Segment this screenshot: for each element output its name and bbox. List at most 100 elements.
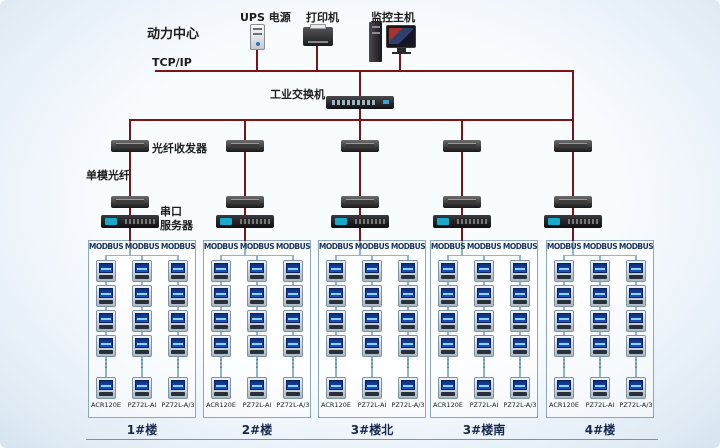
switch-ports: [332, 100, 376, 105]
meter-screen-wave: [631, 385, 641, 387]
meter-screen-wave: [443, 293, 453, 295]
power-meter-icon: [510, 260, 530, 282]
power-meter-icon: [96, 310, 116, 332]
meter-screen: [171, 313, 185, 323]
power-meter-icon: [362, 260, 382, 282]
meter-screen-wave: [137, 268, 147, 270]
ups-vent: [253, 28, 262, 30]
meter-screen-wave: [559, 293, 569, 295]
meter-model-label: PZ72L-A/3: [276, 401, 310, 409]
meter-buttons: [477, 350, 491, 354]
power-meter-icon: [211, 310, 231, 332]
meter-screen-wave: [515, 318, 525, 320]
meter-buttons: [401, 275, 415, 279]
single-mode-fiber-line: [129, 152, 131, 197]
meter-screen-wave: [631, 318, 641, 320]
meter-screen-wave: [515, 343, 525, 345]
power-meter-icon: [398, 335, 418, 357]
meter-model-label: PZ72L-AI: [242, 401, 272, 409]
power-meter-icon: [438, 377, 458, 399]
single-mode-fiber-line: [359, 152, 361, 197]
power-meter-icon: [438, 260, 458, 282]
meter-screen-wave: [515, 293, 525, 295]
meter-screen: [557, 288, 571, 298]
meter-buttons: [365, 350, 379, 354]
power-meter-icon: [326, 310, 346, 332]
ellipsis-dots: ⋮: [287, 357, 299, 370]
meter-buttons: [401, 325, 415, 329]
meter-screen-wave: [367, 268, 377, 270]
meter-screen: [401, 288, 415, 298]
serial-server-label-line1: 串口: [160, 205, 182, 218]
power-meter-icon: [510, 335, 530, 357]
meter-screen-wave: [101, 343, 111, 345]
modbus-label: MODBUS: [618, 242, 654, 251]
transceiver-strip: [448, 143, 476, 147]
fiber-transceiver-label: 光纤收发器: [152, 142, 207, 155]
power-meter-icon: [510, 377, 530, 399]
meter-screen: [557, 380, 571, 390]
monitor-screen: [389, 28, 413, 44]
ellipsis-dots: ⋮: [251, 357, 263, 370]
power-meter-icon: [626, 335, 646, 357]
power-meter-icon: [626, 377, 646, 399]
meter-screen-wave: [403, 343, 413, 345]
meter-screen: [477, 380, 491, 390]
meter-screen-wave: [559, 318, 569, 320]
fiber-transceiver-icon: [443, 140, 481, 152]
serial-server-icon: [101, 215, 159, 228]
power-meter-icon: [590, 335, 610, 357]
ellipsis-dots: ⋮: [330, 357, 342, 370]
meter-buttons: [557, 350, 571, 354]
meter-screen-wave: [403, 268, 413, 270]
building-label: 1#楼: [126, 423, 158, 437]
meter-buttons: [557, 300, 571, 304]
meter-buttons: [593, 350, 607, 354]
serial-server-ports: [457, 219, 487, 224]
building-label: 3#楼南: [462, 423, 506, 437]
printer-label: 打印机: [306, 11, 339, 24]
meter-screen: [135, 263, 149, 273]
meter-screen: [441, 380, 455, 390]
meter-model-label: PZ72L-A/3: [619, 401, 653, 409]
meter-buttons: [250, 300, 264, 304]
meter-screen-wave: [173, 293, 183, 295]
meter-screen: [629, 263, 643, 273]
serial-server-icon: [544, 215, 602, 228]
power-meter-icon: [168, 260, 188, 282]
power-meter-icon: [168, 310, 188, 332]
meter-screen: [250, 263, 264, 273]
ellipsis-dots: ⋮: [215, 357, 227, 370]
trunk-drop-line: [461, 120, 463, 141]
meter-buttons: [629, 300, 643, 304]
power-meter-icon: [362, 377, 382, 399]
meter-model-label: PZ72L-AI: [469, 401, 499, 409]
meter-buttons: [329, 300, 343, 304]
printer-connector-line: [316, 46, 318, 71]
ups-vent: [253, 33, 262, 35]
power-meter-icon: [247, 285, 267, 307]
meter-screen: [286, 288, 300, 298]
meter-screen: [401, 338, 415, 348]
power-meter-icon: [247, 377, 267, 399]
host-label: 监控主机: [371, 11, 415, 24]
meter-buttons: [171, 350, 185, 354]
meter-screen-wave: [559, 385, 569, 387]
power-meter-icon: [132, 335, 152, 357]
trunk-drop-line: [244, 120, 246, 141]
power-meter-icon: [211, 285, 231, 307]
fiber-transceiver-icon: [341, 196, 379, 208]
meter-screen: [513, 380, 527, 390]
meter-screen-wave: [101, 318, 111, 320]
power-meter-icon: [362, 310, 382, 332]
serial-server-label-line2: 服务器: [160, 219, 193, 232]
transceiver-strip: [116, 199, 144, 203]
power-meter-icon: [247, 310, 267, 332]
meter-buttons: [513, 392, 527, 396]
meter-buttons: [441, 350, 455, 354]
meter-screen: [365, 288, 379, 298]
host-connector-line: [399, 54, 401, 71]
meter-screen-wave: [595, 293, 605, 295]
power-meter-icon: [590, 285, 610, 307]
modbus-label: MODBUS: [239, 242, 275, 251]
